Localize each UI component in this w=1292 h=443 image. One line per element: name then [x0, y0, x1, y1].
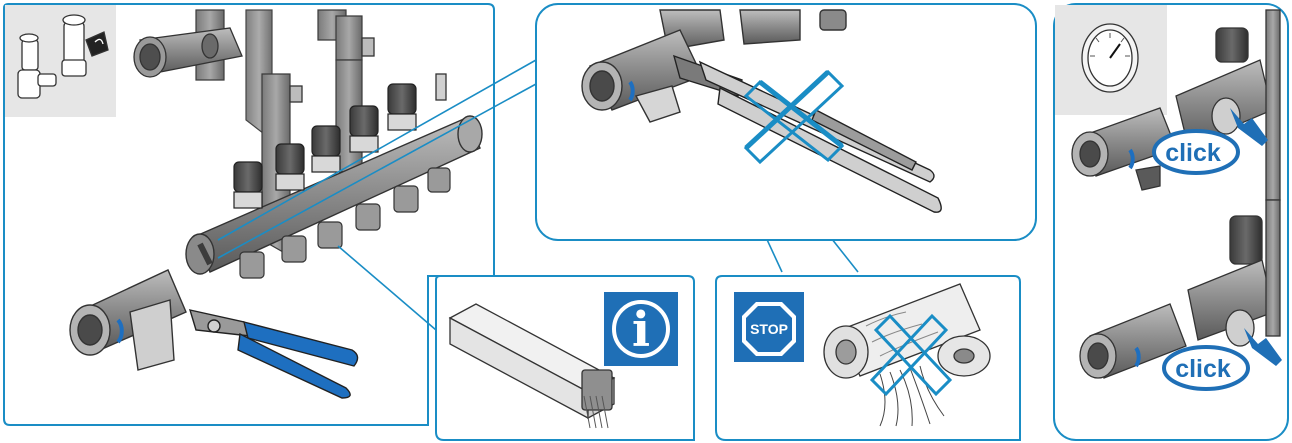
- click-label: click: [1175, 355, 1231, 383]
- valve-caps: [233, 83, 417, 209]
- stop-sign-icon: STOP: [734, 292, 804, 362]
- info-panel: i: [435, 275, 695, 441]
- click-callout-upper: click: [1152, 129, 1240, 175]
- information-icon: i: [604, 292, 678, 366]
- push-arrow-icon: [1230, 108, 1282, 366]
- upper-fitting: [133, 27, 447, 103]
- stop-label: STOP: [750, 321, 788, 337]
- thermometer-panel: click click: [1053, 3, 1289, 441]
- upper-valve-assembly: [1071, 9, 1281, 201]
- prohibited-cross: [869, 313, 953, 397]
- pliers-wrench-icon: [188, 309, 359, 399]
- thermometer-gauge-icon: [1081, 23, 1139, 93]
- hemp-roll-icon: [823, 283, 991, 427]
- click-label: click: [1165, 139, 1221, 167]
- click-callout-lower: click: [1162, 345, 1250, 391]
- information-glyph: i: [632, 302, 650, 358]
- install-panel: [3, 3, 495, 426]
- lower-valve-assembly: [1079, 199, 1281, 379]
- manifold-bar: [185, 115, 483, 275]
- outlet-nipples: [239, 167, 451, 279]
- ptfe-tape-box-icon: [448, 303, 616, 429]
- stop-panel: STOP: [715, 275, 1021, 441]
- valve-set-icon: [17, 14, 109, 99]
- prohibited-cross: [743, 69, 845, 165]
- no-wrench-panel: [535, 3, 1037, 241]
- ball-valve: [69, 269, 187, 371]
